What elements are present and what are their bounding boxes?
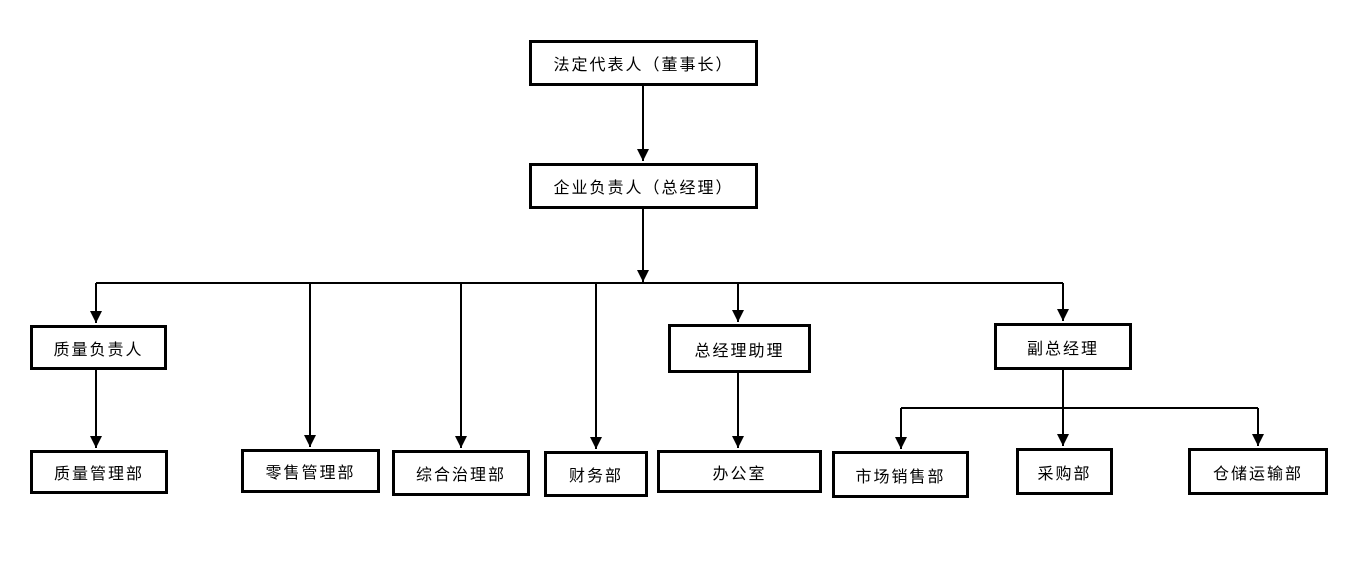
org-node-office: 办公室 bbox=[657, 450, 822, 493]
org-node-retail-management-dept: 零售管理部 bbox=[241, 449, 380, 493]
org-node-comprehensive-governance-dept: 综合治理部 bbox=[392, 450, 530, 496]
org-node-quality-director: 质量负责人 bbox=[30, 325, 167, 370]
org-node-general-manager: 企业负责人（总经理） bbox=[529, 163, 758, 209]
org-node-finance-dept: 财务部 bbox=[544, 451, 648, 497]
org-node-warehouse-transport-dept: 仓储运输部 bbox=[1188, 448, 1328, 495]
org-node-legal-representative: 法定代表人（董事长） bbox=[529, 40, 758, 86]
org-node-gm-assistant: 总经理助理 bbox=[668, 324, 811, 373]
org-node-purchasing-dept: 采购部 bbox=[1016, 448, 1113, 495]
connectors-group bbox=[90, 86, 1264, 449]
org-node-deputy-general-manager: 副总经理 bbox=[994, 323, 1132, 370]
org-node-marketing-sales-dept: 市场销售部 bbox=[832, 451, 969, 498]
org-node-quality-management-dept: 质量管理部 bbox=[30, 450, 168, 494]
